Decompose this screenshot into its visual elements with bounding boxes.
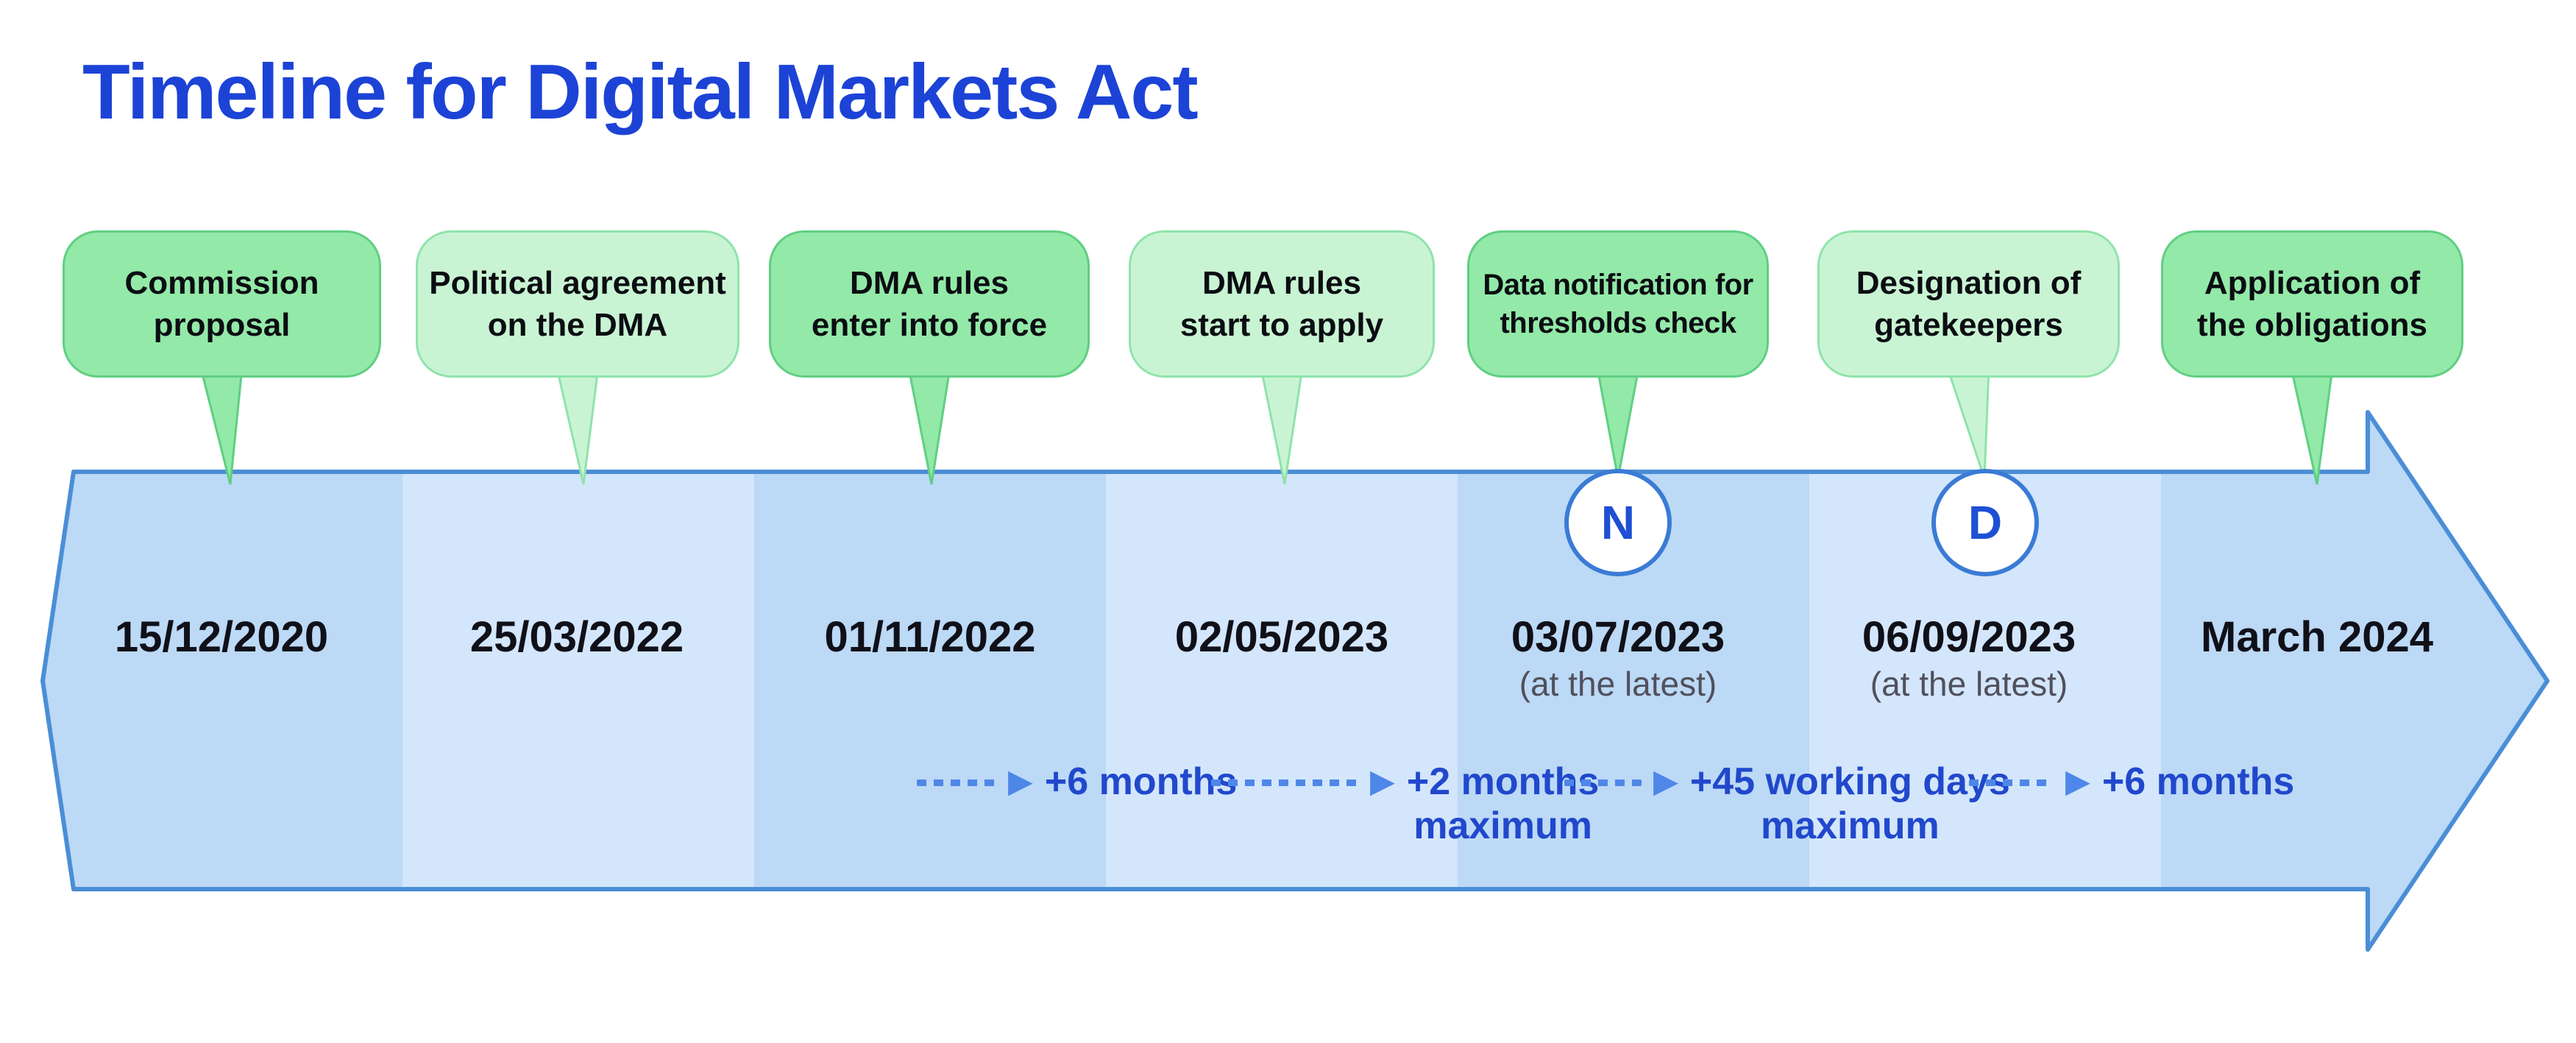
bubble-label: Political agreement on the DMA: [429, 264, 726, 343]
bubble-label: Data notification for thresholds check: [1483, 269, 1753, 339]
arrow-segment-4: [1106, 412, 1458, 950]
milestone-date: 25/03/2022: [469, 613, 684, 661]
transition-2-months-maximum: ▶ +2 months maximum: [1211, 760, 1599, 848]
dotted-line: [1211, 779, 1358, 786]
bubble-label: Application of the obligations: [2197, 264, 2427, 343]
bubble-label: DMA rules start to apply: [1179, 264, 1384, 343]
milestone-bubble-data-notification: Data notification for thresholds check: [1467, 230, 1769, 378]
bubble-tail-2: [556, 367, 600, 485]
bubble-tail-7: [2290, 367, 2334, 485]
n-marker-circle: N: [1564, 469, 1672, 576]
milestone-date: 15/12/2020: [114, 613, 329, 661]
milestone-bubble-application-obligations: Application of the obligations: [2161, 230, 2463, 378]
bubble-tail-3: [907, 367, 951, 485]
milestone-date: 02/05/2023: [1174, 613, 1389, 661]
arrow-segment-2: [402, 412, 754, 950]
bubble-tail-4: [1260, 367, 1304, 485]
milestone-note: (at the latest): [1870, 665, 2068, 703]
bubble-label: DMA rules enter into force: [811, 264, 1048, 343]
page-title: Timeline for Digital Markets Act: [82, 49, 1199, 135]
milestone-note: (at the latest): [1519, 665, 1717, 703]
milestone-date: March 2024: [2201, 613, 2433, 661]
milestone-date: 01/11/2022: [824, 613, 1036, 661]
bubble-tail-1: [199, 367, 244, 485]
d-marker-circle: D: [1931, 469, 2039, 576]
milestone-date: 06/09/2023: [1862, 613, 2076, 661]
dotted-line: [917, 779, 996, 786]
arrowhead-icon: ▶: [1008, 763, 1033, 800]
arrowhead-icon: ▶: [1653, 763, 1678, 800]
milestone-bubble-political-agreement: Political agreement on the DMA: [416, 230, 739, 378]
milestone-bubble-commission-proposal: Commission proposal: [63, 230, 381, 378]
bubble-tail-5: [1596, 367, 1640, 479]
n-marker-letter: N: [1600, 496, 1636, 549]
transition-label: +45 working days maximum: [1689, 760, 2010, 847]
milestone-date: 03/07/2023: [1511, 613, 1725, 661]
milestone-bubble-rules-start-to-apply: DMA rules start to apply: [1129, 230, 1435, 378]
transition-45-working-days-maximum: ▶ +45 working days maximum: [1564, 760, 2010, 848]
milestone-bubble-rules-enter-into-force: DMA rules enter into force: [769, 230, 1090, 378]
dotted-line: [1969, 779, 2054, 786]
dotted-line: [1564, 779, 1642, 786]
bubble-label: Commission proposal: [124, 264, 319, 343]
transition-label: +6 months: [2101, 760, 2295, 803]
bubble-label: Designation of gatekeepers: [1856, 264, 2082, 343]
d-marker-letter: D: [1968, 496, 2003, 549]
transition-label: +6 months: [1044, 760, 1238, 803]
timeline-arrow-outline: [40, 410, 2550, 952]
arrowhead-icon: ▶: [1370, 763, 1395, 800]
arrowhead-icon: ▶: [2065, 763, 2090, 800]
milestone-bubble-designation-gatekeepers: Designation of gatekeepers: [1817, 230, 2120, 378]
transition-6-months-1: ▶ +6 months: [917, 760, 1237, 804]
bubble-tail-6: [1945, 367, 1990, 479]
transition-6-months-2: ▶ +6 months: [1969, 760, 2294, 804]
